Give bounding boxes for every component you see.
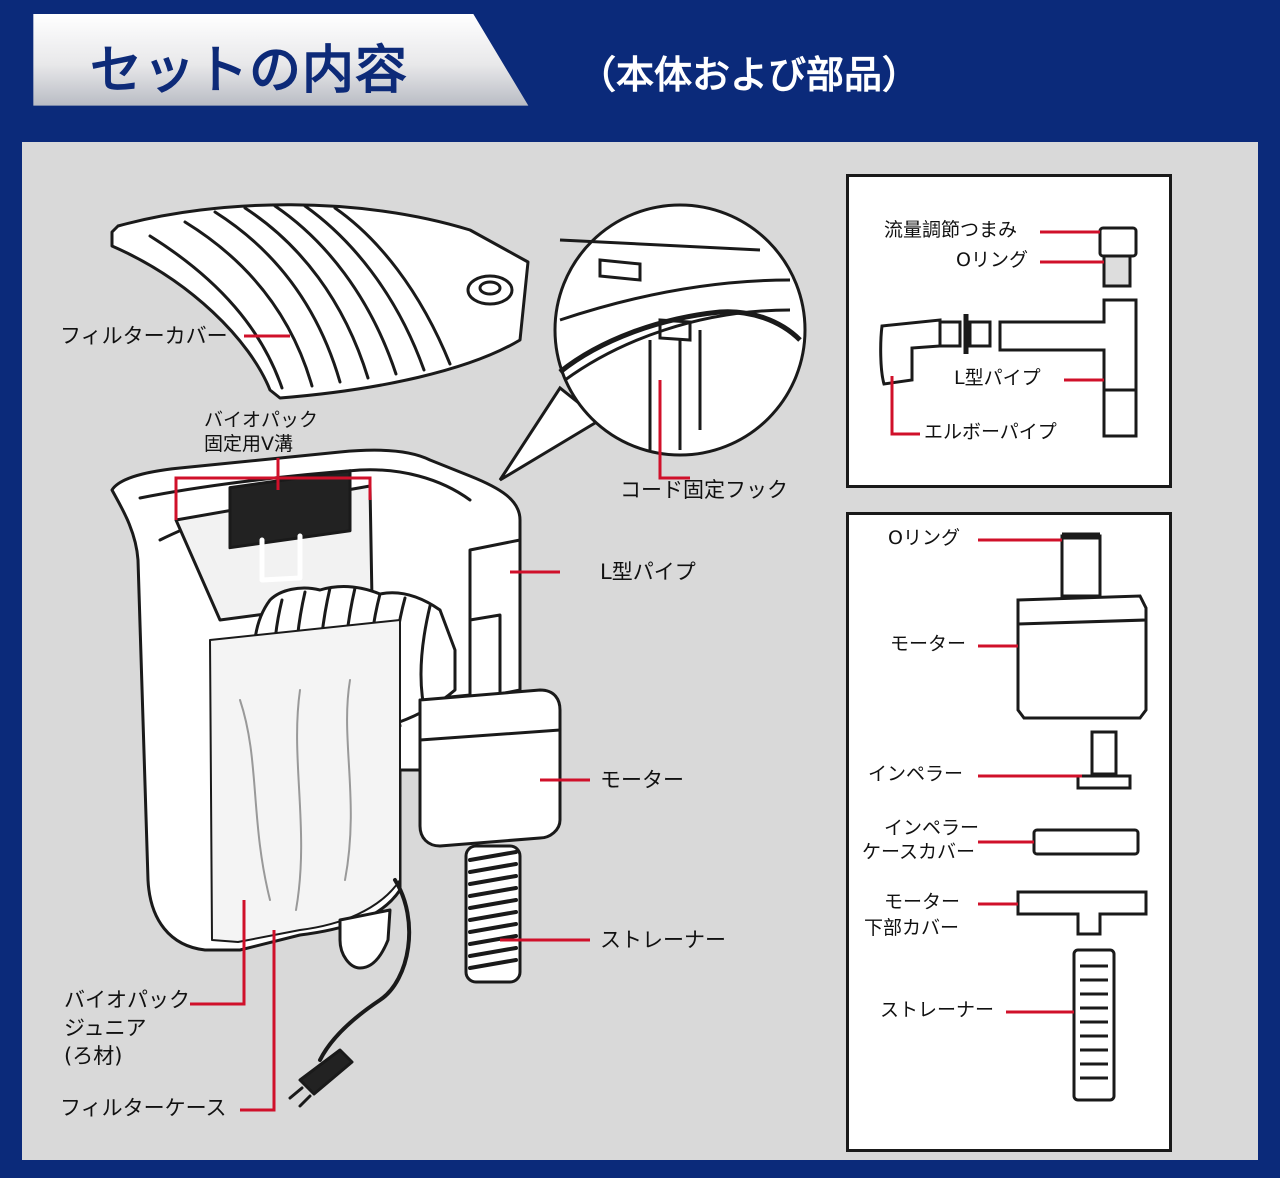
page-subtitle: （本体および部品） bbox=[578, 53, 921, 97]
label-impeller-case-cover-1: インペラー bbox=[884, 817, 980, 839]
label-flow-knob: 流量調節つまみ bbox=[884, 219, 1018, 241]
header-tab bbox=[33, 14, 529, 106]
label-impeller-case-cover-2: ケースカバー bbox=[862, 841, 976, 863]
label-strainer: ストレーナー bbox=[600, 928, 726, 952]
label-filter-cover: フィルターカバー bbox=[60, 324, 228, 348]
label-biopack-junior-1: バイオパック bbox=[64, 988, 190, 1012]
label-motor-strainer: ストレーナー bbox=[880, 999, 995, 1021]
label-motor-o-ring: Oリング bbox=[888, 527, 960, 549]
label-motor-bottom-cover-2: 下部カバー bbox=[864, 917, 960, 939]
label-biopack-groove-1: バイオパック bbox=[204, 409, 319, 431]
label-l-pipe: L型パイプ bbox=[600, 560, 696, 584]
label-motor-part: モーター bbox=[890, 633, 967, 655]
label-pipe-l-pipe: L型パイプ bbox=[954, 367, 1041, 389]
label-cord-hook: コード固定フック bbox=[620, 478, 788, 502]
label-biopack-groove-2: 固定用V溝 bbox=[204, 433, 293, 455]
label-pipe-o-ring: Oリング bbox=[956, 249, 1028, 271]
label-biopack-junior-3: (ろ材) bbox=[64, 1044, 123, 1068]
label-impeller: インペラー bbox=[868, 763, 964, 785]
label-elbow-pipe: エルボーパイプ bbox=[924, 421, 1057, 443]
page-title: セットの内容 bbox=[90, 41, 409, 101]
label-motor-bottom-cover-1: モーター bbox=[884, 891, 961, 913]
label-biopack-junior-2: ジュニア bbox=[64, 1016, 147, 1040]
label-filter-case: フィルターケース bbox=[60, 1096, 227, 1120]
label-motor: モーター bbox=[600, 768, 684, 792]
